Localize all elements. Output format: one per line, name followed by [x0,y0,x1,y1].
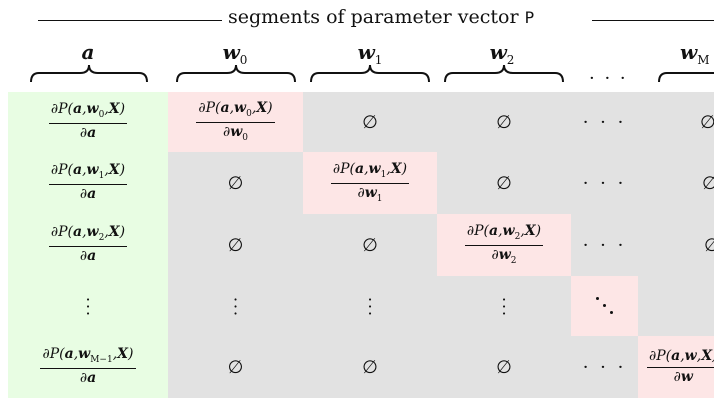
diag-w2: ∂P(a,w2,X)∂w2 [437,214,571,276]
first-column-background [8,92,168,398]
vdots-r3-c2: ··· [367,289,373,323]
empty-r4-c2: ∅ [362,356,378,378]
diagram-title: segments of parameter vector P [228,6,534,28]
segment-label-w2: w2 [489,40,515,67]
segment-label-w0: w0 [222,40,248,67]
brace-w0 [176,64,296,83]
empty-r2-c1: ∅ [227,234,244,256]
header-ellipsis: · · · [589,68,628,89]
empty-r4-c3: ∅ [496,356,512,378]
empty-r4-c1: ∅ [227,356,244,378]
diag-w1: ∂P(a,w1,X)∂w1 [303,152,437,214]
title-symbol: P [524,8,535,27]
vdots-r3-c3: ··· [501,289,507,323]
segment-label-a: a [81,40,95,64]
empty-r0-c2: ∅ [362,111,378,133]
title-text: segments of parameter vector [228,6,519,28]
brace-a [30,64,148,83]
title-rule-left [38,20,222,21]
empty-r0-c5: ∅ [700,111,714,133]
empty-r2-c2: ∅ [362,234,378,256]
col0-row1: ∂P(a,w1,X)∂a [48,162,128,203]
col0-row0: ∂P(a,w0,X)∂a [48,101,128,142]
diag-wM: ∂P(a,w,X)∂w [638,336,714,398]
col0-row3-vdots: ··· [85,289,91,323]
brace-w1 [310,64,430,83]
brace-w2 [444,64,564,83]
empty-r0-c3: ∅ [496,111,512,133]
empty-r2-c5: ∅ [704,234,714,256]
col0-row4: ∂P(a,wM−1,X)∂a [40,346,136,387]
segment-label-wM: wM [680,40,710,67]
col0-row2: ∂P(a,w2,X)∂a [48,224,128,265]
segment-label-w1: w1 [357,40,383,67]
empty-r1-c1: ∅ [227,172,244,194]
empty-r1-c3: ∅ [496,172,512,194]
diag-w0: ∂P(a,w0,X)∂w0 [168,92,303,152]
ellipsis-r4: · · · [582,356,627,378]
diag-ddots [571,276,638,336]
ellipsis-r1: · · · [582,172,627,194]
ellipsis-r0: · · · [582,111,627,133]
ellipsis-r2: · · · [582,234,627,256]
empty-r1-c5: ∅ [702,172,714,194]
brace-wM [658,72,714,83]
vdots-r3-c1: ··· [232,289,239,323]
title-rule-right [592,20,714,21]
